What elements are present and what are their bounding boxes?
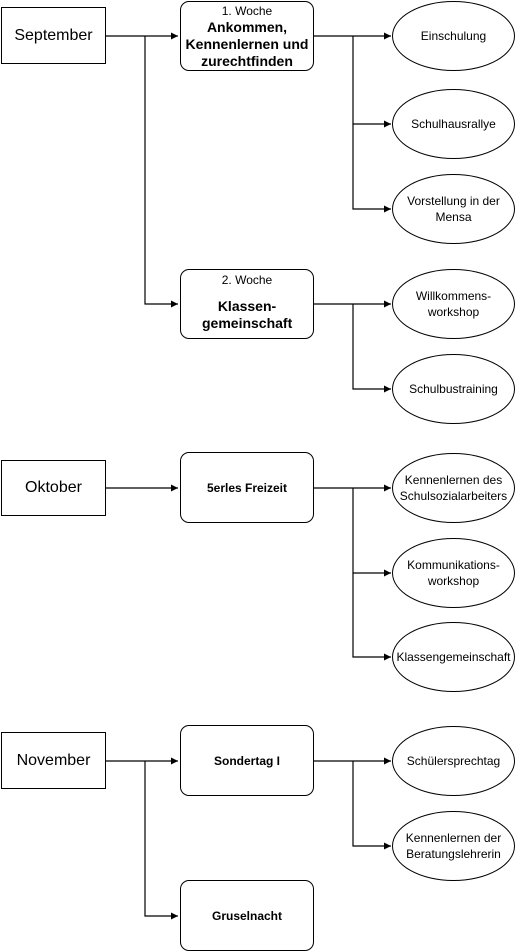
activity-beratungslehrerin-label: Kennenlernen der Beratungslehrerin bbox=[405, 831, 502, 861]
step-woche-1-title: Ankommen, Kennenlernen und zurechtfinden bbox=[185, 19, 309, 69]
step-gruselnacht-title: Gruselnacht bbox=[211, 908, 283, 923]
step-sondertag: Sondertag I bbox=[180, 725, 314, 796]
step-freizeit-title: 5erles Freizeit bbox=[206, 480, 288, 495]
month-september: September bbox=[1, 7, 106, 64]
step-woche-2: 2. Woche Klassen-gemeinschaft bbox=[180, 269, 314, 339]
step-woche-2-week: 2. Woche bbox=[221, 273, 273, 287]
activity-kommunikations-workshop: Kommunikations-workshop bbox=[392, 538, 515, 608]
activity-mensa: Vorstellung in der Mensa bbox=[392, 174, 515, 244]
step-woche-1: 1. Woche Ankommen, Kennenlernen und zure… bbox=[180, 1, 314, 71]
activity-klassengemeinschaft: Klassengemeinschaft bbox=[392, 622, 515, 692]
month-oktober-label: Oktober bbox=[25, 479, 82, 496]
activity-schulhausrallye-label: Schulhausrallye bbox=[411, 117, 496, 131]
step-freizeit: 5erles Freizeit bbox=[180, 452, 314, 523]
step-gruselnacht: Gruselnacht bbox=[180, 880, 314, 951]
activity-klassengemeinschaft-label: Klassengemeinschaft bbox=[396, 650, 511, 664]
activity-schuelersprechtag-label: Schülersprechtag bbox=[406, 754, 501, 768]
activity-schulsozialarbeiter-label: Kennenlernen des Schulsozialarbeiters bbox=[399, 473, 508, 503]
activity-willkommens-workshop: Willkommens-workshop bbox=[392, 269, 515, 339]
activity-einschulung-label: Einschulung bbox=[420, 29, 487, 43]
activity-schuelersprechtag: Schülersprechtag bbox=[392, 726, 515, 796]
activity-einschulung: Einschulung bbox=[392, 1, 515, 71]
activity-kommunikations-workshop-label: Kommunikations-workshop bbox=[407, 558, 500, 588]
activity-mensa-label: Vorstellung in der Mensa bbox=[407, 194, 500, 224]
step-woche-2-title: Klassen-gemeinschaft bbox=[202, 298, 293, 331]
month-november-label: November bbox=[16, 751, 91, 769]
step-sondertag-title: Sondertag I bbox=[213, 753, 280, 768]
activity-schulbustraining-label: Schulbustraining bbox=[409, 382, 498, 396]
activity-schulhausrallye: Schulhausrallye bbox=[392, 89, 515, 159]
activity-schulsozialarbeiter: Kennenlernen des Schulsozialarbeiters bbox=[392, 453, 515, 523]
step-woche-1-week: 1. Woche bbox=[221, 4, 273, 18]
month-november: November bbox=[1, 732, 106, 789]
activity-beratungslehrerin: Kennenlernen der Beratungslehrerin bbox=[392, 811, 515, 881]
activity-schulbustraining: Schulbustraining bbox=[392, 354, 515, 424]
activity-willkommens-workshop-label: Willkommens-workshop bbox=[415, 289, 492, 319]
month-september-label: September bbox=[14, 26, 93, 44]
month-oktober: Oktober bbox=[1, 460, 106, 516]
